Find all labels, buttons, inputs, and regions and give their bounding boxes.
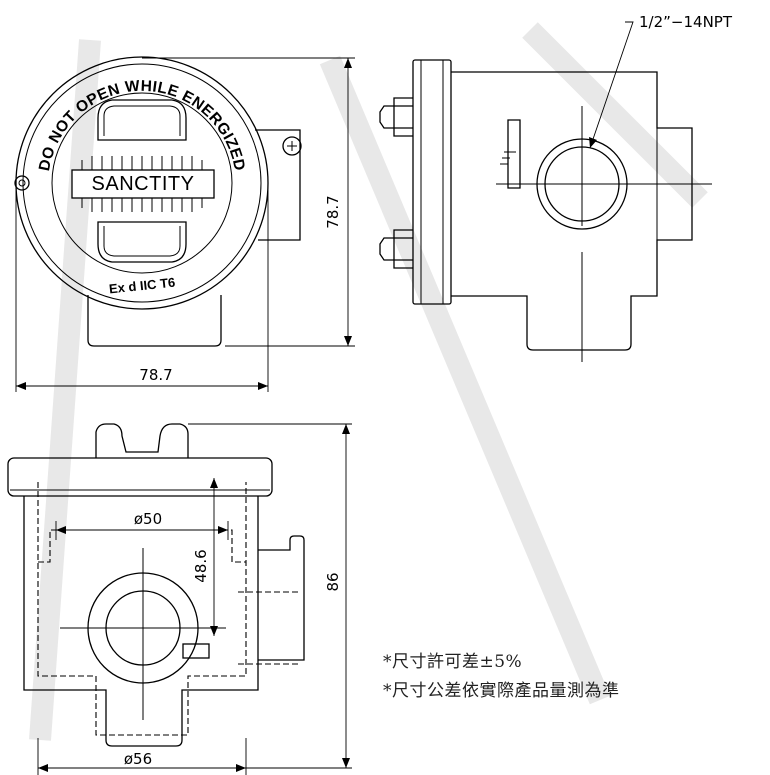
rating-text: Ex d IIC T6	[108, 275, 176, 297]
thread-leader	[589, 21, 634, 149]
measurement-note: *尺寸公差依實際產品量測為準	[383, 681, 620, 701]
front-width-label: 78.7	[139, 366, 172, 384]
base-diameter-label: ø56	[124, 750, 152, 768]
depth-label: 48.6	[192, 549, 210, 582]
side-view	[379, 59, 712, 362]
inner-diameter-label: ø50	[134, 510, 162, 528]
watermark	[29, 22, 708, 741]
total-height-label: 86	[324, 572, 342, 591]
front-dimensions	[15, 57, 355, 392]
brand-text: SANCTITY	[92, 173, 195, 195]
thread-callout: 1/2”−14NPT	[639, 13, 733, 31]
section-view	[7, 423, 305, 747]
tolerance-note: *尺寸許可差±5%	[383, 652, 523, 672]
front-height-label: 78.7	[324, 195, 342, 228]
front-view	[14, 56, 302, 347]
section-dimensions	[37, 423, 352, 775]
